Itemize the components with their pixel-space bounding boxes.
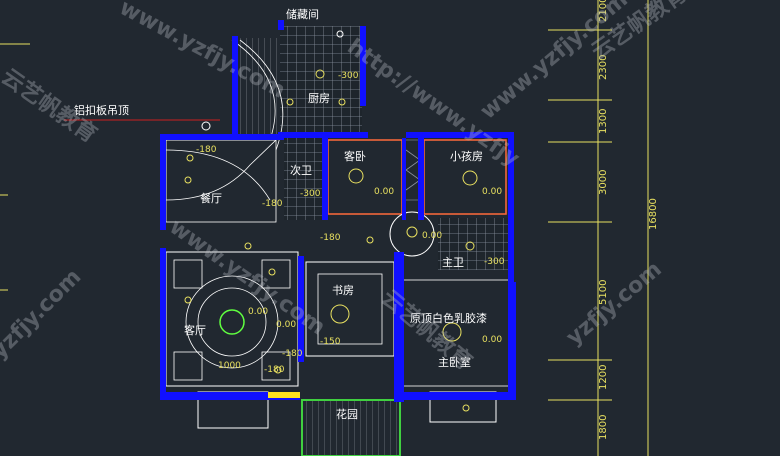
label-bath: 次卫 xyxy=(290,163,312,177)
watermark-brand-3: 云艺帆教育 xyxy=(376,285,477,376)
level-living-a: 0.00 xyxy=(248,307,268,317)
level-master-bed: 0.00 xyxy=(482,335,502,345)
level-bath: -300 xyxy=(300,189,321,199)
label-ceiling-note: 铝扣板吊顶 xyxy=(74,103,129,117)
label-master-bath: 主卫 xyxy=(442,256,464,269)
level-dining-b: -180 xyxy=(262,199,283,209)
light-fixtures xyxy=(184,69,478,412)
dimension-1000: 1000 xyxy=(218,361,241,371)
dimension-total-16800: 16800 xyxy=(648,198,659,230)
label-garden: 花园 xyxy=(336,408,358,421)
label-paint-note: 原顶白色乳胶漆 xyxy=(410,311,487,325)
dimension-2100: 2100 xyxy=(598,0,609,22)
label-kitchen: 厨房 xyxy=(308,92,330,105)
watermark-url-4: www.yzfjy.com xyxy=(165,214,330,340)
level-kids: 0.00 xyxy=(482,187,502,197)
watermark-url-7: yzfjy.com xyxy=(562,257,667,351)
label-guest-bedroom: 客卧 xyxy=(344,149,366,163)
dimension-1200: 1200 xyxy=(598,365,609,390)
level-study-b: -180 xyxy=(282,349,303,359)
watermark-url-5: www.yzfjy.com xyxy=(476,0,633,125)
label-storage: 储藏间 xyxy=(286,7,319,21)
label-kids-room: 小孩房 xyxy=(450,150,483,163)
label-living: 客厅 xyxy=(184,323,206,337)
level-master-bath: -300 xyxy=(484,257,505,267)
dimension-lines xyxy=(0,0,649,456)
level-hall: 0.00 xyxy=(422,231,442,241)
level-guest: 0.00 xyxy=(374,187,394,197)
kitchen-floor-tile xyxy=(280,26,362,134)
level-study-a: -150 xyxy=(320,337,341,347)
label-master-bedroom: 主卧室 xyxy=(438,355,471,369)
watermark-url-3: yzfjy.com xyxy=(0,265,86,365)
level-living-b: 0.00 xyxy=(276,320,296,330)
level-corridor: -180 xyxy=(320,233,341,243)
floor-plan xyxy=(160,20,516,456)
watermark-url-6: www.yzfjy.com xyxy=(688,0,780,5)
label-study: 书房 xyxy=(332,284,354,297)
label-dining: 餐厅 xyxy=(200,191,222,205)
ceiling-marker-icon xyxy=(201,121,211,131)
level-kitchen: -300 xyxy=(338,71,359,81)
dimension-2300: 2300 xyxy=(598,55,609,80)
dimension-5100: 5100 xyxy=(598,280,609,305)
dimension-1300: 1300 xyxy=(598,109,609,134)
level-living-c: -180 xyxy=(264,365,285,375)
level-dining-a: -180 xyxy=(196,145,217,155)
dimension-3000: 3000 xyxy=(598,170,609,195)
dimension-1800: 1800 xyxy=(598,415,609,440)
light-fixture-icon xyxy=(336,30,344,38)
